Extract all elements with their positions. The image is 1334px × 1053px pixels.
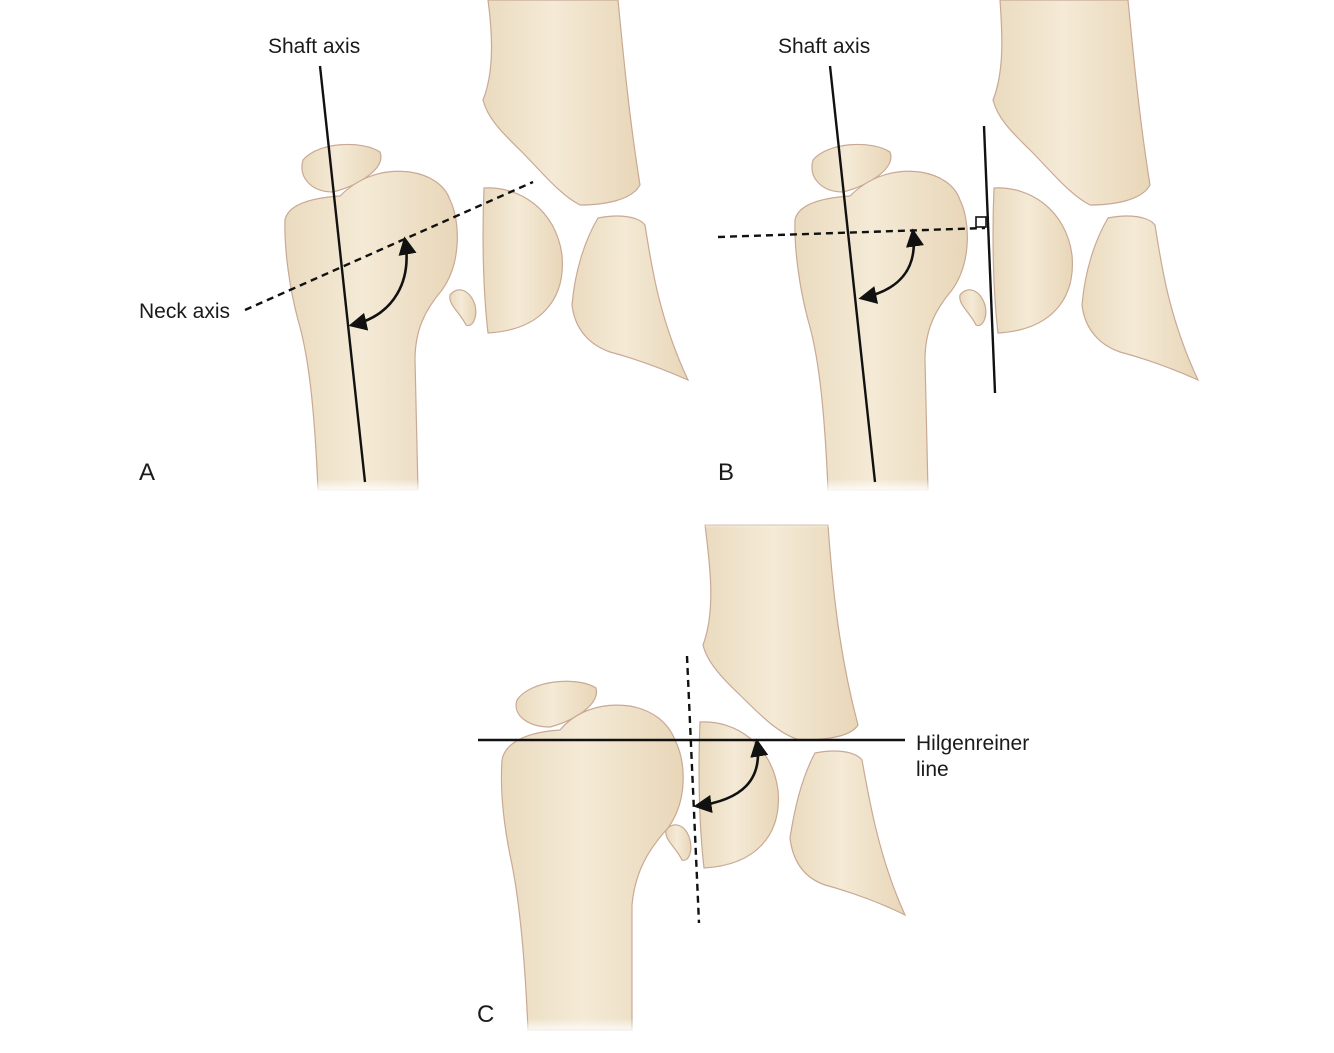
ischium-bone-b bbox=[1082, 216, 1198, 380]
lesser-trochanter-b bbox=[960, 290, 986, 326]
lesser-trochanter bbox=[450, 290, 476, 326]
ischium-bone-c bbox=[790, 751, 905, 915]
femoral-head-epiphysis-c bbox=[699, 722, 778, 868]
neck-axis-label: Neck axis bbox=[139, 300, 230, 323]
panel-c: Hilgenreiner line C bbox=[477, 520, 1029, 1033]
panel-a: Shaft axis Neck axis A bbox=[139, 0, 688, 492]
hilgenreiner-label-line1: Hilgenreiner bbox=[916, 732, 1029, 755]
femoral-head-epiphysis-b bbox=[993, 188, 1072, 333]
ilium-bone-b bbox=[993, 0, 1150, 205]
lesser-trochanter-c bbox=[666, 825, 691, 860]
perkin-vertical-line bbox=[687, 656, 699, 923]
panel-letter-a: A bbox=[139, 459, 155, 486]
shaft-axis-label-b: Shaft axis bbox=[778, 35, 870, 58]
panel-letter-b: B bbox=[718, 459, 734, 486]
ilium-bone bbox=[483, 0, 640, 205]
panel-letter-c: C bbox=[477, 1001, 494, 1028]
right-angle-marker bbox=[976, 217, 986, 227]
femoral-head-epiphysis bbox=[483, 188, 562, 333]
shaft-axis-label-a: Shaft axis bbox=[268, 35, 360, 58]
hilgenreiner-label-line2: line bbox=[916, 758, 949, 781]
panel-b: Shaft axis B bbox=[718, 0, 1198, 492]
ischium-bone bbox=[572, 216, 688, 380]
